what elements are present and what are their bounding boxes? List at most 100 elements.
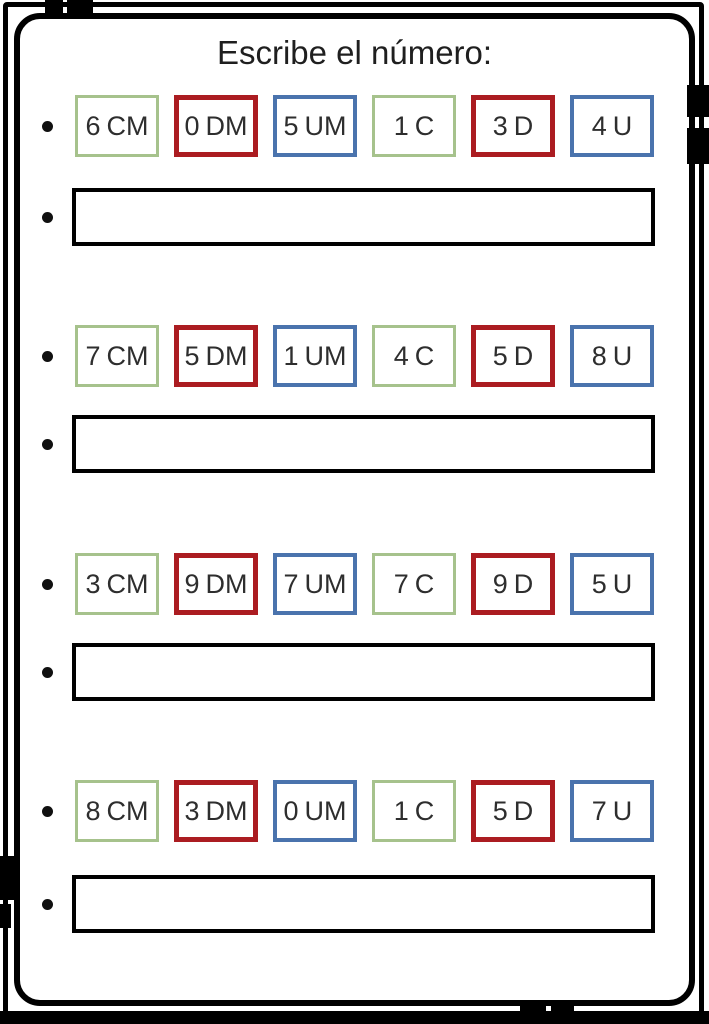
place-value-box: 3 D [471,95,555,157]
place-value-box: 7 CM [75,325,159,387]
place-value-boxes: 6 CM 0 DM 5 UM 1 C 3 D 4 U [75,95,654,157]
place-value-unit: CM [106,795,149,826]
place-value-digit: 9 [492,568,508,599]
place-value-box: 5 D [471,780,555,842]
place-value-unit: DM [205,568,248,599]
border-tape-mark [0,904,11,928]
border-tape-mark [551,1001,574,1016]
place-value-box: 8 U [570,325,654,387]
place-value-digit: 3 [85,568,101,599]
place-value-digit: 7 [393,568,409,599]
place-value-box: 4 U [570,95,654,157]
place-value-box: 0 DM [174,95,258,157]
answer-box[interactable] [72,875,655,933]
place-value-digit: 5 [184,340,200,371]
place-value-digit: 5 [283,110,299,141]
place-value-unit: C [414,795,435,826]
bullet-dot [42,120,53,132]
place-value-unit: CM [106,110,149,141]
place-value-unit: CM [106,340,149,371]
place-value-unit: C [414,340,435,371]
place-value-unit: UM [304,795,347,826]
border-tape-mark [687,128,709,164]
place-value-box: 5 DM [174,325,258,387]
place-value-row: 8 CM 3 DM 0 UM 1 C 5 D 7 U [42,780,654,842]
border-tape-mark [687,85,709,117]
bullet-dot [42,350,53,362]
bullet-dot [42,666,53,678]
place-value-unit: DM [205,340,248,371]
place-value-digit: 1 [393,110,409,141]
place-value-box: 3 DM [174,780,258,842]
bullet-dot [42,898,53,910]
place-value-unit: D [513,568,534,599]
place-value-digit: 6 [85,110,101,141]
answer-row [42,643,655,701]
place-value-digit: 5 [492,795,508,826]
place-value-box: 5 D [471,325,555,387]
place-value-digit: 4 [393,340,409,371]
place-value-digit: 8 [591,340,607,371]
place-value-row: 6 CM 0 DM 5 UM 1 C 3 D 4 U [42,95,654,157]
place-value-boxes: 3 CM 9 DM 7 UM 7 C 9 D 5 U [75,553,654,615]
place-value-unit: CM [106,568,149,599]
place-value-digit: 3 [184,795,200,826]
place-value-digit: 0 [184,110,200,141]
answer-box[interactable] [72,643,655,701]
place-value-box: 9 DM [174,553,258,615]
place-value-digit: 9 [184,568,200,599]
place-value-unit: UM [304,568,347,599]
answer-row [42,875,655,933]
inner-border [14,13,695,1006]
place-value-box: 0 UM [273,780,357,842]
place-value-digit: 4 [591,110,607,141]
place-value-unit: U [612,110,633,141]
place-value-digit: 7 [85,340,101,371]
place-value-unit: U [612,568,633,599]
bullet-dot [42,805,53,817]
place-value-box: 1 C [372,780,456,842]
place-value-digit: 1 [283,340,299,371]
border-tape-mark [520,1001,546,1016]
place-value-unit: U [612,340,633,371]
border-tape-mark [45,0,63,15]
place-value-digit: 1 [393,795,409,826]
place-value-boxes: 7 CM 5 DM 1 UM 4 C 5 D 8 U [75,325,654,387]
bottom-border-strip [0,1011,709,1024]
place-value-box: 5 U [570,553,654,615]
bullet-dot [42,211,53,223]
place-value-digit: 7 [591,795,607,826]
border-tape-mark [0,856,20,900]
place-value-unit: UM [304,340,347,371]
place-value-unit: DM [205,110,248,141]
bullet-dot [42,438,53,450]
place-value-box: 7 U [570,780,654,842]
place-value-row: 7 CM 5 DM 1 UM 4 C 5 D 8 U [42,325,654,387]
bullet-dot [42,578,53,590]
place-value-unit: U [612,795,633,826]
place-value-box: 9 D [471,553,555,615]
place-value-box: 6 CM [75,95,159,157]
place-value-box: 7 C [372,553,456,615]
answer-box[interactable] [72,415,655,473]
place-value-box: 1 UM [273,325,357,387]
place-value-digit: 5 [492,340,508,371]
place-value-digit: 5 [591,568,607,599]
border-tape-mark [67,0,93,15]
place-value-unit: D [513,340,534,371]
answer-row [42,188,655,246]
place-value-box: 3 CM [75,553,159,615]
answer-row [42,415,655,473]
place-value-box: 4 C [372,325,456,387]
place-value-boxes: 8 CM 3 DM 0 UM 1 C 5 D 7 U [75,780,654,842]
page-title: Escribe el número: [216,34,493,71]
place-value-unit: D [513,110,534,141]
place-value-box: 8 CM [75,780,159,842]
place-value-digit: 7 [283,568,299,599]
place-value-row: 3 CM 9 DM 7 UM 7 C 9 D 5 U [42,553,654,615]
place-value-box: 5 UM [273,95,357,157]
answer-box[interactable] [72,188,655,246]
place-value-unit: D [513,795,534,826]
place-value-unit: DM [205,795,248,826]
